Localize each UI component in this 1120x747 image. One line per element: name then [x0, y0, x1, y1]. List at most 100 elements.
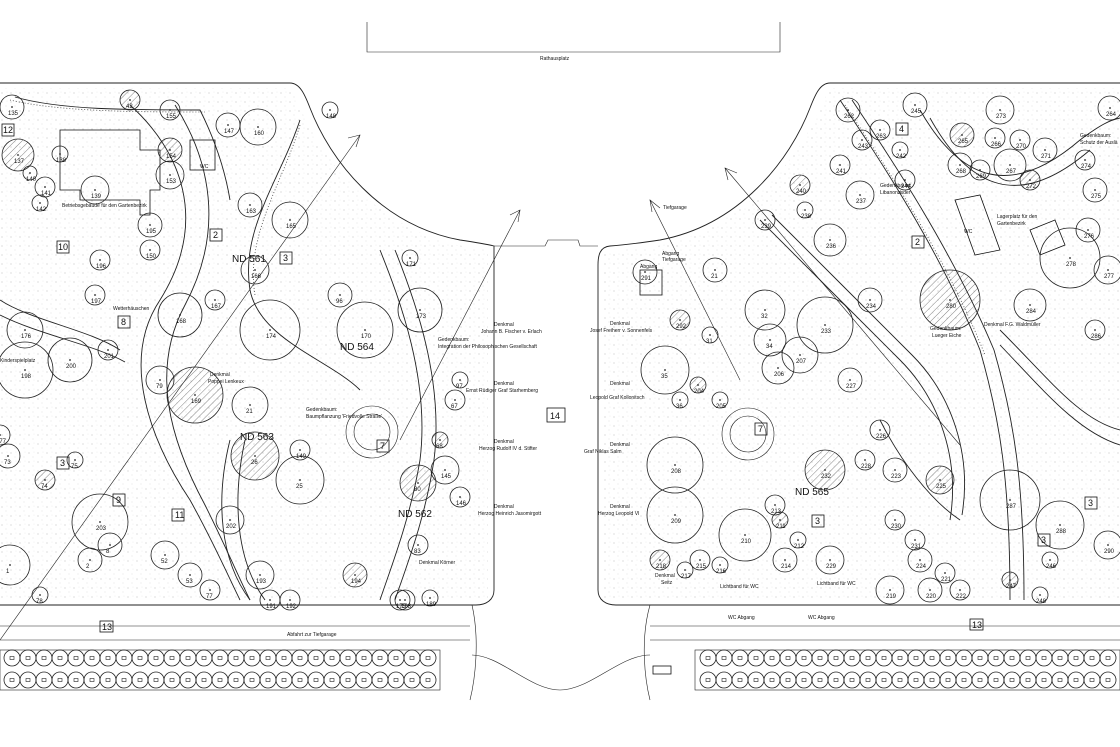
tree-grate [41, 678, 47, 682]
tree-trunk [919, 559, 921, 561]
tree-number: 195 [146, 229, 157, 235]
tree-right [949, 579, 971, 601]
tree-left [430, 455, 460, 485]
tree-number: 74 [41, 484, 48, 490]
tree-number: 215 [696, 564, 707, 570]
abgang-right-2: Tiefgarage [662, 257, 686, 263]
tree-trunk [684, 569, 686, 571]
tree-trunk [1039, 594, 1041, 596]
tree-left [0, 443, 21, 469]
tree-trunk [1094, 329, 1096, 331]
tree-right [1093, 255, 1120, 285]
tree-number: 264 [1106, 112, 1117, 118]
alley-tree [859, 649, 877, 667]
section-3-left: 3 [283, 253, 288, 263]
tree-grate [865, 656, 871, 660]
tree-trunk [799, 184, 801, 186]
tree-trunk [229, 519, 231, 521]
section-12: 12 [3, 125, 13, 135]
tree-number: 207 [796, 359, 807, 365]
tree-number: 242 [896, 154, 907, 160]
tree-trunk [179, 314, 181, 316]
alley-tree [259, 671, 277, 689]
alley-tree [1019, 649, 1037, 667]
section-14-box [546, 407, 566, 423]
tree-trunk [0, 434, 1, 436]
alley-tree [115, 649, 133, 667]
tree-right [1013, 288, 1047, 322]
alley-tree [699, 671, 717, 689]
alley-tree [1035, 649, 1053, 667]
tree-trunk [849, 379, 851, 381]
tree-number: 208 [671, 469, 682, 475]
tree-right [969, 159, 991, 181]
tree-trunk [744, 534, 746, 536]
tree-number: 34 [766, 344, 773, 350]
section-9: 9 [116, 495, 121, 505]
tree-grate [105, 678, 111, 682]
tree-trunk [659, 559, 661, 561]
tree-trunk [107, 349, 109, 351]
libanon-title: Gedenkbaum: [880, 183, 911, 189]
tree-number: 218 [656, 564, 667, 570]
tree-left [31, 194, 49, 212]
alley-tree [843, 649, 861, 667]
renner-title: Denkmal [210, 372, 230, 378]
tree-number: 266 [991, 142, 1002, 148]
tree-number: 192 [286, 604, 297, 610]
tree-left [397, 287, 443, 333]
tree-left [71, 493, 129, 551]
section-3-right-b: 3 [1041, 535, 1046, 545]
tree-number: 286 [1091, 334, 1102, 340]
tree-number: 265 [958, 139, 969, 145]
alley-tree [163, 671, 181, 689]
tree-grate [41, 656, 47, 660]
tree-grate [233, 678, 239, 682]
tree-right [851, 129, 873, 151]
tree-trunk [74, 459, 76, 461]
tree-left [215, 112, 241, 138]
tree-trunk [399, 599, 401, 601]
tree-grate [169, 678, 175, 682]
tree-trunk [11, 106, 13, 108]
tree-number: 196 [96, 264, 107, 270]
tree-right [1035, 500, 1085, 550]
section-13-right: 13 [972, 620, 982, 630]
alley-tree [779, 649, 797, 667]
alley-tree [243, 649, 261, 667]
tree-trunk [59, 153, 61, 155]
tree-grate [25, 678, 31, 682]
tree-left [137, 212, 163, 238]
tree-right [857, 287, 883, 313]
tree-trunk [784, 559, 786, 561]
tree-grate [929, 678, 935, 682]
tree-grate [393, 656, 399, 660]
tree-left [31, 586, 49, 604]
tree-left [145, 365, 175, 395]
tree-trunk [644, 271, 646, 273]
alley-tree [99, 671, 117, 689]
tree-trunk [289, 219, 291, 221]
tree-number: 79 [156, 384, 163, 390]
tree-number: 234 [866, 304, 877, 310]
tree-number: 31 [706, 339, 713, 345]
tree-number: 141 [41, 191, 52, 197]
tree-number: 247 [1006, 584, 1017, 590]
tree-grate [849, 678, 855, 682]
tree-right [894, 169, 916, 191]
tree-number: 262 [844, 114, 855, 120]
alley-tree [811, 649, 829, 667]
tree-trunk [99, 521, 101, 523]
tree-left [150, 540, 180, 570]
alley-tree [179, 671, 197, 689]
alley-tree [67, 671, 85, 689]
tree-grate [393, 678, 399, 682]
buildings: Betriebsgebäude für den Gartenbezirk WC … [0, 129, 1066, 590]
tree-trunk [777, 367, 779, 369]
tree-number: 32 [761, 314, 768, 320]
alley-tree [19, 671, 37, 689]
tree-trunk [879, 429, 881, 431]
alley-tree [35, 671, 53, 689]
tree-left [240, 255, 270, 285]
tree-number: 222 [956, 594, 967, 600]
